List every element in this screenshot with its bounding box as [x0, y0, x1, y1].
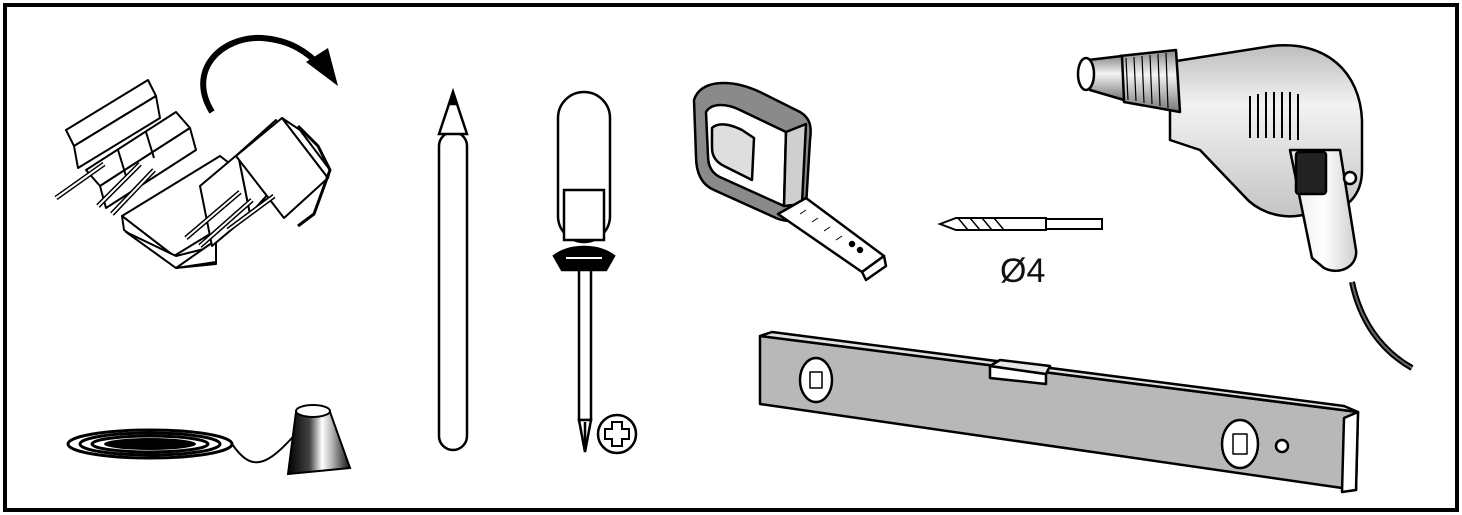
curved-arrow-icon [200, 34, 338, 114]
phillips-screwdriver-icon [552, 90, 616, 453]
cantilever-toolbox-icon [54, 79, 332, 269]
drill-bit-size-label: Ø4 [1000, 252, 1045, 290]
drill-bit-icon [937, 217, 1103, 231]
tape-measure-icon [692, 81, 888, 282]
electric-drill-icon [1076, 44, 1414, 371]
spirit-level-icon [758, 330, 1360, 494]
phillips-head-symbol-icon [596, 413, 638, 455]
plumb-line-icon [66, 404, 352, 476]
pencil-icon [437, 88, 469, 452]
